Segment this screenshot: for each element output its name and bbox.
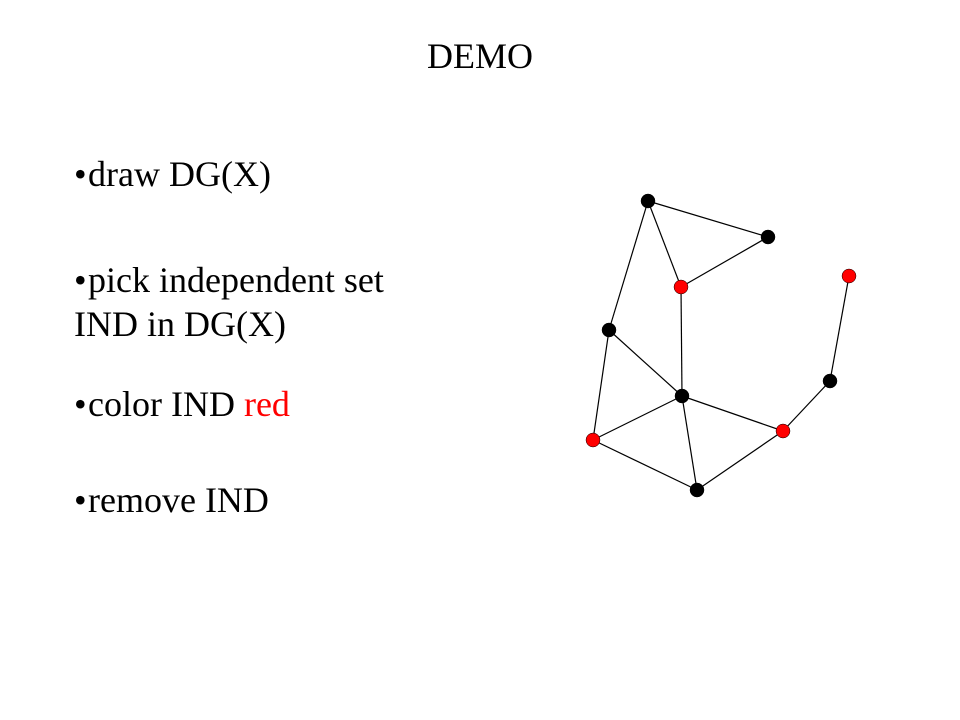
graph-edge-n1-n2 <box>647 200 769 238</box>
graph-edge-n4-n6 <box>680 286 683 397</box>
graph-edge-n1-n4 <box>647 200 682 288</box>
bullet-marker: • <box>74 480 87 520</box>
graph-node-black-n5 <box>601 322 617 338</box>
bullet-marker: • <box>74 384 87 424</box>
bullet-text: remove IND <box>88 480 269 520</box>
graph-edge-n8-n10 <box>592 439 698 491</box>
bullet-text: pick independent set <box>88 260 384 300</box>
graph-edge-n6-n8 <box>592 395 683 441</box>
graph-node-red-n8 <box>585 432 601 448</box>
bullet-text: color IND <box>88 384 244 424</box>
bullet-text: draw DG(X) <box>88 154 271 194</box>
graph-node-red-n9 <box>775 423 791 439</box>
highlight-word-red: red <box>243 384 290 424</box>
graph-node-black-n7 <box>822 373 838 389</box>
graph-node-red-n4 <box>673 279 689 295</box>
bullet-marker: • <box>74 260 87 300</box>
graph-node-black-n1 <box>640 193 656 209</box>
graph-edge-n3-n7 <box>829 275 850 382</box>
graph-edge-n1-n5 <box>608 200 649 331</box>
graph-edge-n5-n6 <box>608 329 683 397</box>
graph-edge-n2-n4 <box>680 236 769 288</box>
graph-edge-n9-n10 <box>696 430 784 491</box>
bullet-draw-dg: •draw DG(X) <box>74 152 494 196</box>
graph-edge-n5-n8 <box>592 329 610 441</box>
delaunay-graph-diagram <box>585 193 857 498</box>
graph-node-black-n6 <box>674 388 690 404</box>
bullet-line-1: •pick independent set <box>74 258 494 302</box>
bullet-line-2: IND in DG(X) <box>74 304 286 344</box>
graph-nodes <box>585 193 857 498</box>
bullet-color-ind: •color IND red <box>74 382 494 426</box>
bullet-pick-independent-set: •pick independent set IND in DG(X) <box>74 258 494 346</box>
graph-node-black-n10 <box>689 482 705 498</box>
graph-node-black-n2 <box>760 229 776 245</box>
graph-node-red-n3 <box>841 268 857 284</box>
graph-edge-n7-n9 <box>782 380 831 432</box>
bullet-remove-ind: •remove IND <box>74 478 494 522</box>
bullet-marker: • <box>74 154 87 194</box>
graph-edge-n6-n9 <box>681 395 784 432</box>
slide-title: DEMO <box>427 36 533 76</box>
graph-edges <box>592 200 850 491</box>
graph-edge-n6-n10 <box>681 395 698 491</box>
